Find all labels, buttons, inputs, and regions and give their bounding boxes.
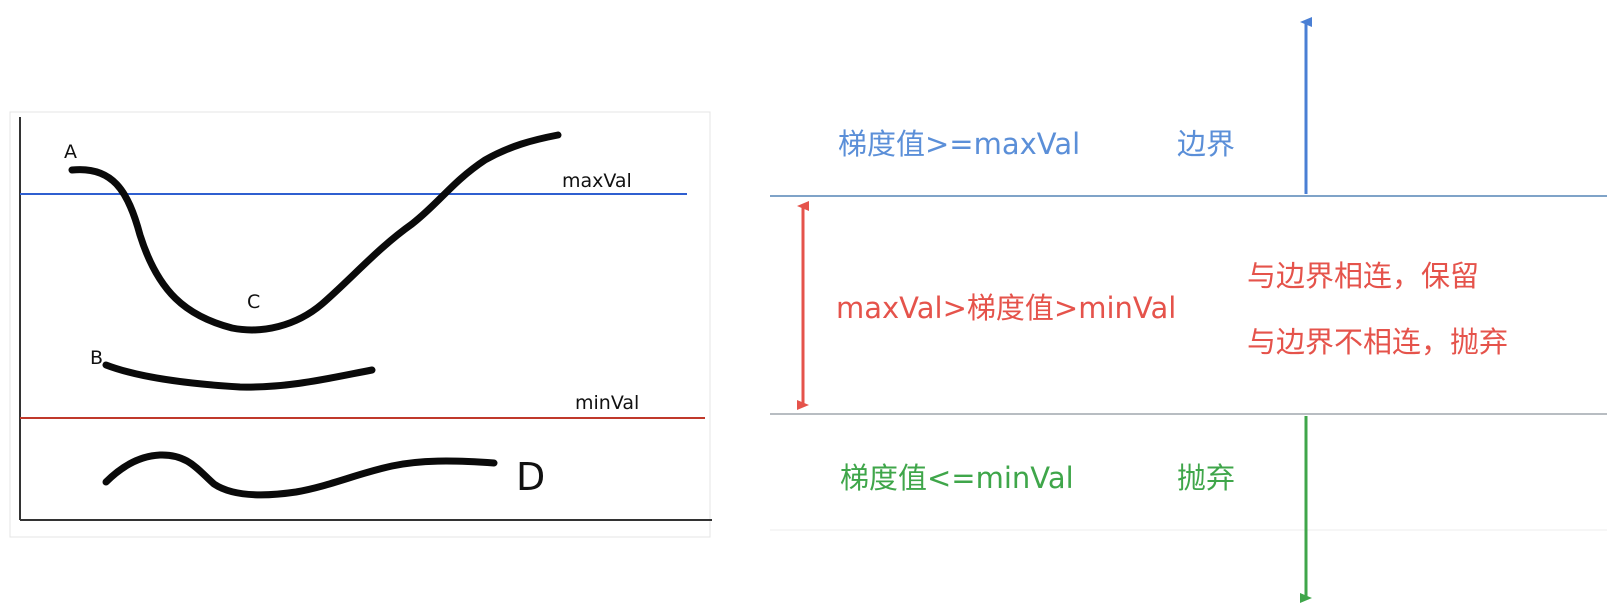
curve-label-c: C <box>247 291 260 313</box>
lower-zone-result: 抛弃 <box>1177 461 1235 495</box>
upper-zone-condition: 梯度值>=maxVal <box>838 127 1080 161</box>
left-plot: maxVal minVal A C B D <box>9 111 712 538</box>
curve-a-c <box>68 131 562 334</box>
curve-d <box>102 451 498 499</box>
middle-zone-condition: maxVal>梯度值>minVal <box>836 291 1176 325</box>
curve-label-a: A <box>64 141 77 163</box>
curve-b <box>102 361 376 391</box>
curve-label-d: D <box>516 455 545 499</box>
left-plot-frame <box>9 111 711 538</box>
middle-zone-result-unconnected: 与边界不相连，抛弃 <box>1247 325 1508 359</box>
max-threshold-label: maxVal <box>562 170 632 192</box>
upper-zone-result: 边界 <box>1177 127 1235 161</box>
right-panel: 梯度值>=maxVal 边界 maxVal>梯度值>minVal 与边界相连，保… <box>770 17 1607 603</box>
middle-zone-result-connected: 与边界相连，保留 <box>1247 259 1479 293</box>
min-threshold-label: minVal <box>575 392 639 414</box>
lower-zone-condition: 梯度值<=minVal <box>840 461 1074 495</box>
curve-label-b: B <box>90 347 103 369</box>
